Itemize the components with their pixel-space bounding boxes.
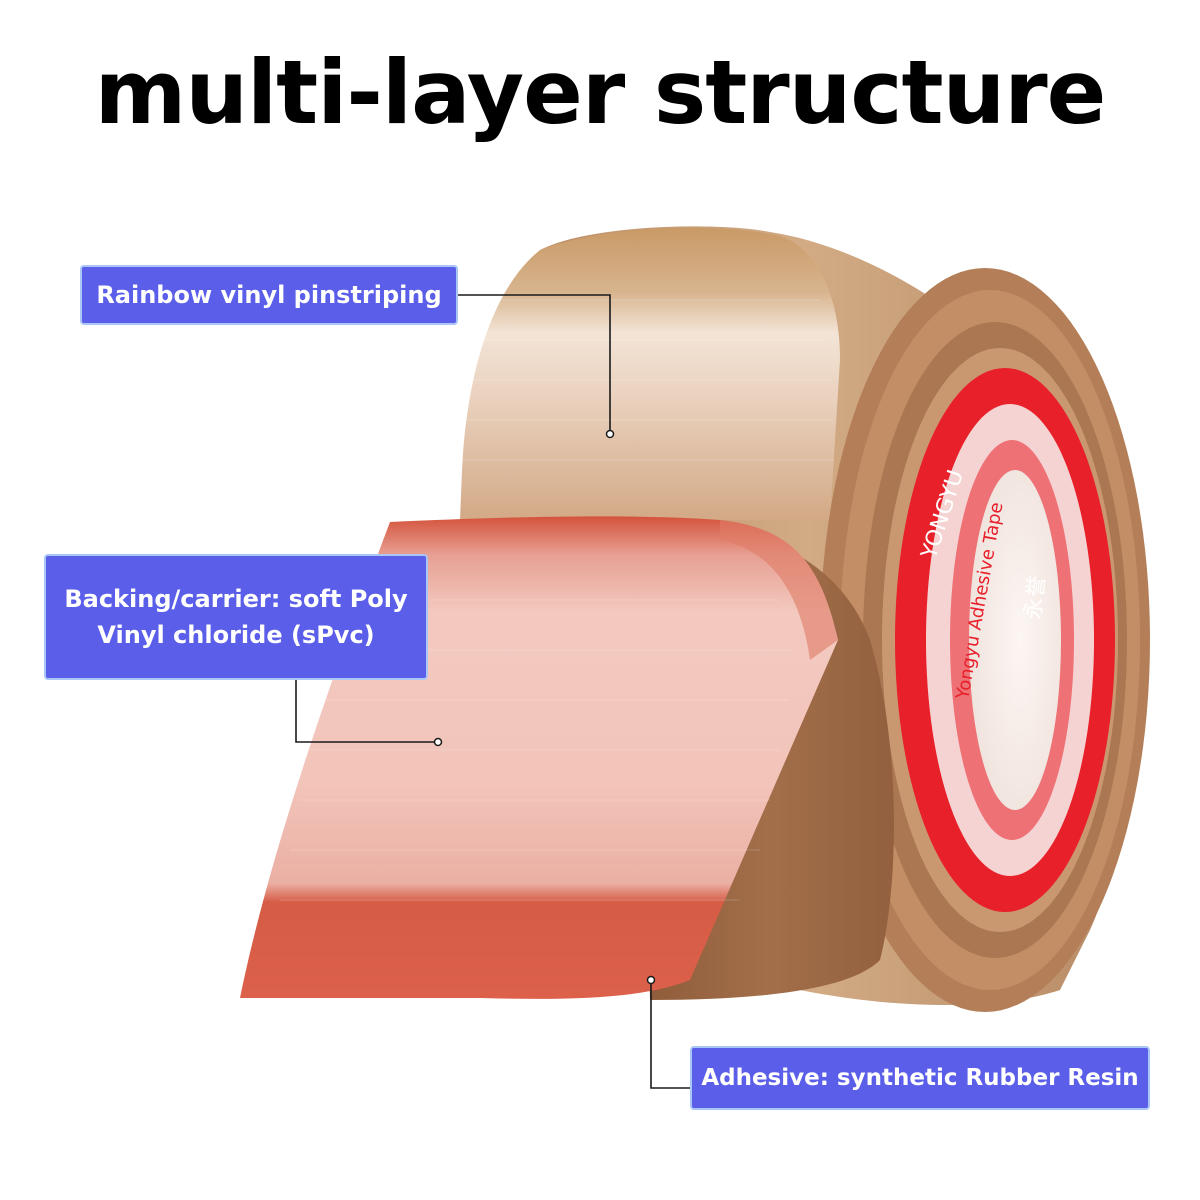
callout-top-layer: Rainbow vinyl pinstriping bbox=[80, 265, 458, 325]
callout-adhesive-text: Adhesive: synthetic Rubber Resin bbox=[701, 1065, 1139, 1091]
callout-adhesive-layer: Adhesive: synthetic Rubber Resin bbox=[690, 1046, 1150, 1110]
callout-backing-line2: Vinyl chloride (sPvc) bbox=[97, 621, 375, 649]
callout-backing-line1: Backing/carrier: soft Poly bbox=[64, 585, 408, 613]
callout-top-text: Rainbow vinyl pinstriping bbox=[96, 281, 442, 309]
headline: multi-layer structure bbox=[94, 41, 1107, 144]
callout-backing-layer: Backing/carrier: soft Poly Vinyl chlorid… bbox=[44, 554, 428, 680]
core-brand-cjk: 永誉 bbox=[1021, 574, 1050, 620]
